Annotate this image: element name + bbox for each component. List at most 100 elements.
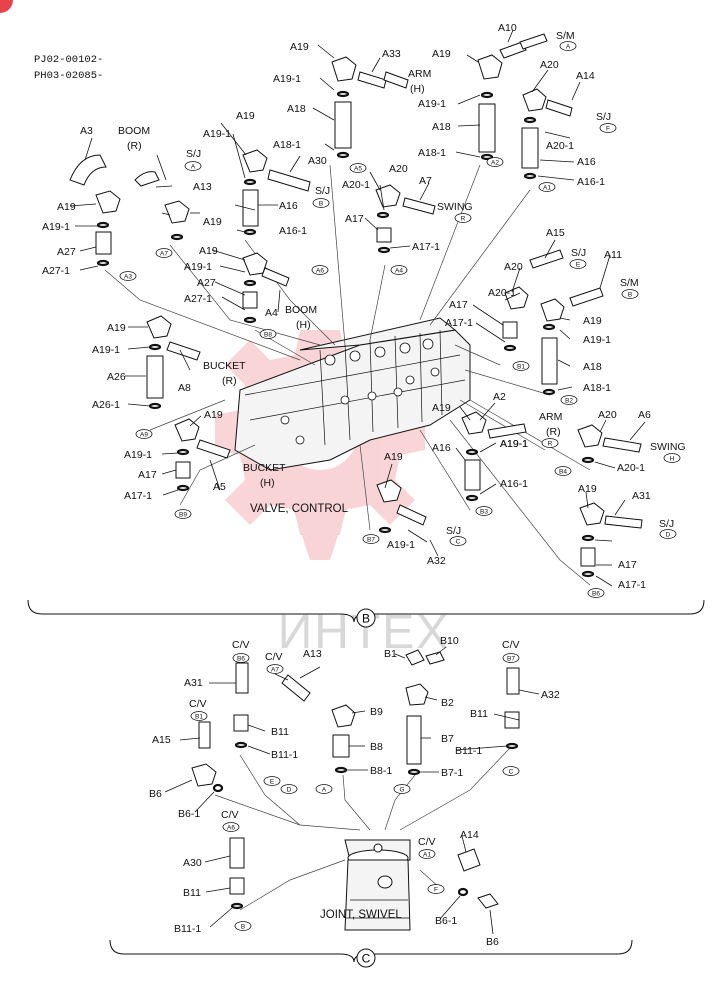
swivel-b6-1-a-label: B6-1 bbox=[178, 808, 200, 820]
valve-connection-leaders bbox=[104, 164, 591, 586]
valve-sj-e-label: S/J bbox=[571, 247, 586, 259]
valve-a19-f-label: A19 bbox=[199, 245, 218, 257]
tag-b1-circle bbox=[512, 361, 530, 371]
tag-cv-a7-text: A7 bbox=[271, 666, 279, 673]
tag-a1-text: A1 bbox=[543, 184, 551, 191]
valve-a26-label: A26 bbox=[107, 371, 126, 383]
tag-a5-circle bbox=[349, 163, 367, 173]
swivel-b11-a-label: B11 bbox=[271, 726, 289, 738]
valve-a19-j-label: A19 bbox=[432, 402, 451, 414]
tag-sw-g-text: G bbox=[399, 786, 404, 793]
valve-swing-r-label: SWING bbox=[437, 201, 473, 213]
valve-a7-label: A7 bbox=[419, 175, 432, 187]
tag-d-circle bbox=[659, 529, 677, 539]
valve-sm-b-label: S/M bbox=[620, 277, 639, 289]
control-valve-body bbox=[234, 317, 471, 471]
tag-a5-text: A5 bbox=[354, 165, 362, 172]
valve-a20-1-d-label: A20-1 bbox=[617, 462, 645, 474]
section-c-label: C bbox=[362, 952, 371, 966]
valve-a19-1-f-label: A19-1 bbox=[583, 334, 611, 346]
valve-a4-label: A4 bbox=[265, 307, 278, 319]
tag-cv-b1-circle bbox=[190, 711, 208, 721]
tag-c-circle bbox=[449, 536, 467, 546]
valve-a18-1-a-label: A18-1 bbox=[273, 139, 301, 151]
valve-sj-a-label: S/J bbox=[186, 148, 201, 160]
valve-a18-b-label: A18 bbox=[432, 121, 451, 133]
tag-a-top-text: A bbox=[566, 43, 571, 50]
swivel-b6-a-label: B6 bbox=[149, 788, 162, 800]
tag-a1-circle bbox=[538, 182, 556, 192]
tag-b7-text: B7 bbox=[367, 536, 375, 543]
tag-b2-circle bbox=[560, 395, 578, 405]
swivel-cv-a7-label: C/V bbox=[265, 651, 283, 663]
doc-code-2: PH03-02085- bbox=[34, 70, 103, 82]
valve-a20-a-label: A20 bbox=[540, 59, 559, 71]
valve-a17-a-label: A17 bbox=[345, 213, 364, 225]
valve-arm-h-label: (H) bbox=[410, 83, 425, 95]
swivel-b6-1-b-label: B6-1 bbox=[435, 915, 457, 927]
valve-a19-1-j-label: A19-1 bbox=[500, 438, 528, 450]
valve-a19-1-g-label: A19-1 bbox=[92, 344, 120, 356]
valve-a15-label: A15 bbox=[546, 227, 565, 239]
doc-code-1: PJ02-00102- bbox=[34, 54, 103, 66]
tag-sw-c-text: C bbox=[509, 768, 514, 775]
valve-a19-c-label: A19 bbox=[236, 110, 255, 122]
swivel-b1-label: B1 bbox=[384, 648, 397, 660]
tag-h-swing-circle bbox=[663, 453, 681, 463]
valve-a19-1-a-label: A19-1 bbox=[273, 73, 301, 85]
tag-b3-circle bbox=[475, 506, 493, 516]
swivel-connection-leaders bbox=[214, 747, 511, 911]
swivel-cv-a1-label: C/V bbox=[418, 836, 436, 848]
tag-a3-circle bbox=[119, 271, 137, 281]
swivel-label-leaders bbox=[164, 646, 540, 935]
valve-boom-h-label: BOOM bbox=[285, 304, 317, 316]
tag-b1-text: B1 bbox=[517, 363, 525, 370]
tag-a2-circle bbox=[486, 157, 504, 167]
tag-b-sm-circle bbox=[621, 289, 639, 299]
valve-a17-1-d-label: A17-1 bbox=[618, 579, 646, 591]
valve-a5-label: A5 bbox=[213, 481, 226, 493]
valve-a13-label: A13 bbox=[193, 181, 212, 193]
swivel-b10-label: B10 bbox=[440, 635, 459, 647]
valve-boom-h-sub-label: (H) bbox=[296, 319, 311, 331]
tag-r-arm-text: R bbox=[548, 440, 553, 447]
tag-sw-a-circle bbox=[315, 784, 333, 794]
swivel-a31-label: A31 bbox=[184, 677, 203, 689]
tag-sw-b-circle bbox=[234, 921, 252, 931]
tag-a-sj-circle bbox=[184, 161, 202, 171]
swivel-a32-label: A32 bbox=[541, 689, 560, 701]
valve-a14-label: A14 bbox=[576, 70, 595, 82]
tag-b8-circle bbox=[259, 329, 277, 339]
tag-a-top-circle bbox=[559, 41, 577, 51]
tag-sw-e-circle bbox=[263, 776, 281, 786]
swivel-b11-c-label: B11 bbox=[183, 887, 201, 899]
tag-b4-text: B4 bbox=[559, 468, 567, 475]
valve-a19-k-label: A19 bbox=[384, 451, 403, 463]
tag-b-sj-text: B bbox=[319, 200, 323, 207]
valve-label-leaders bbox=[69, 29, 646, 587]
tag-b8-text: B8 bbox=[264, 331, 272, 338]
valve-arm-r-label: ARM bbox=[539, 411, 562, 423]
tag-cv-b1-text: B1 bbox=[195, 713, 203, 720]
tag-a6-text: A6 bbox=[316, 267, 324, 274]
valve-a16-c-label: A16 bbox=[432, 442, 451, 454]
valve-a18-1-b-label: A18-1 bbox=[418, 147, 446, 159]
valve-a3-label: A3 bbox=[80, 125, 93, 137]
valve-a2-label: A2 bbox=[493, 391, 506, 403]
swivel-cv-b1-label: C/V bbox=[189, 698, 207, 710]
valve-a19-1-d-label: A19-1 bbox=[42, 221, 70, 233]
valve-a30-label: A30 bbox=[308, 155, 327, 167]
valve-boom-r-sub-label: (R) bbox=[127, 140, 142, 152]
tag-cv-b7-text: B7 bbox=[507, 655, 515, 662]
tag-b9-circle bbox=[174, 509, 192, 519]
valve-boom-r-label: BOOM bbox=[118, 125, 150, 137]
valve-sj-b-label: S/J bbox=[315, 185, 330, 197]
tag-cv-a7-circle bbox=[266, 664, 284, 674]
assembly-joint-swivel: JOINT, SWIVEL bbox=[320, 909, 402, 921]
tag-r-swing-circle bbox=[454, 213, 472, 223]
tag-a3-text: A3 bbox=[124, 273, 132, 280]
tag-a9-text: A9 bbox=[140, 431, 148, 438]
tag-a4-text: A4 bbox=[395, 267, 403, 274]
valve-a33-label: A33 bbox=[382, 48, 401, 60]
